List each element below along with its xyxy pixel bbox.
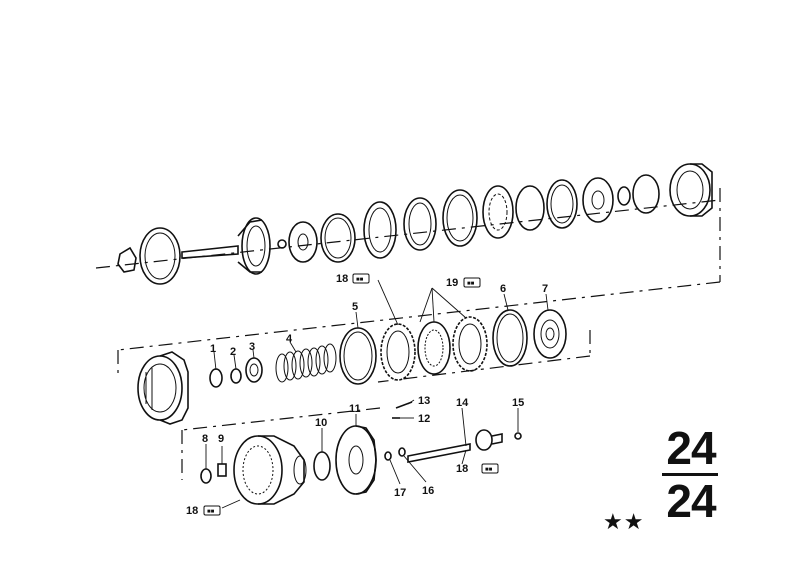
part-16-spring <box>398 447 406 457</box>
callout-7: 7 <box>542 283 548 295</box>
callout-11: 11 <box>349 403 361 415</box>
callout-9: 9 <box>218 433 224 445</box>
bottom-row-parts <box>200 401 522 505</box>
svg-text:■■: ■■ <box>485 467 493 473</box>
ring-b <box>363 201 397 259</box>
ring-c <box>403 197 437 251</box>
callout-18-bottom: 18 <box>186 505 198 517</box>
part-15-ball <box>514 432 522 440</box>
part-7-pressure-plate <box>533 309 567 359</box>
part-5-piston-seal <box>339 327 377 385</box>
svg-text:■■: ■■ <box>467 281 475 287</box>
callout-10: 10 <box>315 417 327 429</box>
callout-numbers: 1 2 3 4 5 6 7 8 9 10 11 12 13 14 15 16 1… <box>186 273 548 517</box>
small-washer <box>617 186 631 206</box>
hub <box>582 177 614 223</box>
callout-8: 8 <box>202 433 208 445</box>
page-number-divider <box>662 473 718 476</box>
ring-g <box>632 174 660 214</box>
callout-4: 4 <box>286 333 293 345</box>
leader-lines <box>205 279 549 509</box>
reference-badge <box>352 273 370 284</box>
svg-text:■■: ■■ <box>356 277 364 283</box>
star-rating-marks: ★★ <box>603 510 645 535</box>
callout-2: 2 <box>230 346 236 358</box>
part-3-retainer <box>245 357 263 383</box>
callout-16: 16 <box>422 485 434 497</box>
reference-badge <box>463 277 481 288</box>
outer-plate-18 <box>380 323 416 381</box>
clutch-housing <box>137 351 189 425</box>
reference-badge <box>203 505 221 516</box>
large-snap-ring <box>139 227 181 285</box>
ring-e <box>515 185 545 231</box>
output-shaft <box>181 217 271 275</box>
page-number-bottom: 24 <box>666 475 716 527</box>
ring-f <box>546 179 578 229</box>
top-row-parts <box>117 163 713 285</box>
assembly-axis-lines <box>95 188 721 480</box>
callout-14: 14 <box>456 397 469 409</box>
small-clip <box>277 239 287 249</box>
callout-18-mid: 18 <box>456 463 468 475</box>
part-1-washer <box>209 368 223 388</box>
callout-19: 19 <box>446 277 458 289</box>
svg-text:■■: ■■ <box>207 509 215 515</box>
part-11-reaction-plate <box>335 425 377 495</box>
part-8-washer <box>200 468 212 484</box>
page-number-top: 24 <box>666 422 716 474</box>
callout-12: 12 <box>418 413 430 425</box>
callout-17: 17 <box>394 487 406 499</box>
ring-d <box>442 189 478 247</box>
callout-15: 15 <box>512 397 524 409</box>
callout-3: 3 <box>249 341 255 353</box>
roller-bearing <box>482 185 514 239</box>
callout-18-top: 18 <box>336 273 348 285</box>
part-14-shaft <box>407 429 503 463</box>
part-4-spring-set <box>275 343 337 383</box>
part-10-snap-ring <box>313 451 331 481</box>
callout-5: 5 <box>352 301 358 313</box>
planet-carrier <box>233 435 307 505</box>
callout-13: 13 <box>418 395 430 407</box>
left-thrust-washer <box>117 246 137 273</box>
part-2-washer <box>230 368 242 384</box>
reference-badge <box>481 463 499 474</box>
callout-6: 6 <box>500 283 506 295</box>
sun-gear <box>288 221 318 263</box>
part-9-sleeve <box>217 463 227 477</box>
part-17-ball <box>384 451 392 461</box>
friction-disc-19-b <box>452 316 488 372</box>
callout-1: 1 <box>210 343 216 355</box>
ring-a <box>320 213 356 263</box>
clutch-drum-top <box>669 163 713 217</box>
part-6-plate <box>492 309 528 367</box>
